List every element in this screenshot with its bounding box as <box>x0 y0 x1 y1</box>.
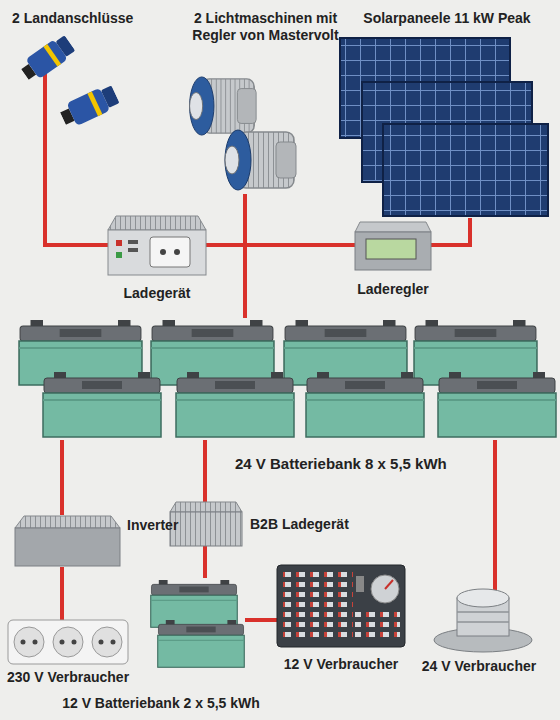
charger-led <box>116 240 122 246</box>
battery <box>158 620 245 667</box>
windlass-groove <box>457 612 509 622</box>
battery <box>306 372 424 437</box>
gauge-needle <box>385 580 393 589</box>
regulator-front <box>355 232 431 270</box>
b2b-front <box>170 512 242 546</box>
power-cable <box>206 245 245 318</box>
component-label: Solarpaneele 11 kW Peak <box>338 10 556 27</box>
switch-rows <box>355 611 400 641</box>
component-label: Laderegler <box>343 281 443 298</box>
consumers-24v: 24 V Verbraucher <box>432 590 534 652</box>
battery <box>438 372 556 437</box>
component-label: 230 V Verbraucher <box>4 669 132 686</box>
shore-connectors: 2 Landanschlüsse <box>12 8 142 132</box>
panel-gauge <box>371 575 399 603</box>
power-cable <box>203 546 207 578</box>
charger-led <box>128 240 138 244</box>
socket-strip <box>8 620 128 664</box>
component-label: 24 V Verbraucher <box>402 658 556 675</box>
component-label: 12 V Batteriebank 2 x 5,5 kWh <box>26 695 296 712</box>
component-label: 2 Lichtmaschinen mit Regler von Mastervo… <box>178 10 353 44</box>
alternators: 2 Lichtmaschinen mit Regler von Mastervo… <box>178 8 353 194</box>
power-cable <box>493 440 497 590</box>
alternator <box>225 130 296 190</box>
power-cable <box>245 618 277 622</box>
battery <box>151 580 238 627</box>
battery <box>151 320 274 385</box>
consumers-12v: 12 V Verbraucher <box>277 565 405 647</box>
power-cable <box>60 440 64 515</box>
charger: Ladegerät <box>108 216 206 304</box>
power-cable <box>45 132 108 245</box>
regulator-display <box>366 239 416 259</box>
charger-top <box>108 216 206 230</box>
charger-socket-hole <box>160 249 166 255</box>
inverter: Inverter <box>15 515 120 567</box>
component-label: 24 V Batteriebank 8 x 5,5 kWh <box>235 455 505 473</box>
charger-led <box>116 252 122 258</box>
switch-rows <box>283 571 353 641</box>
power-cable <box>60 567 64 620</box>
socket <box>53 627 83 657</box>
component-label: Inverter <box>127 517 207 534</box>
charger-front <box>108 230 206 275</box>
switch-panel <box>277 565 405 647</box>
power-cable <box>431 218 470 245</box>
battery <box>414 320 537 385</box>
power-cable <box>203 440 207 502</box>
b2b-charger: B2B Ladegerät <box>170 502 242 546</box>
battery <box>284 320 407 385</box>
b2b-top <box>170 502 242 512</box>
charger-led <box>128 248 138 252</box>
regulator-top <box>355 222 431 232</box>
component-label: B2B Ladegerät <box>250 516 370 533</box>
shore-plug <box>58 83 121 130</box>
shore-cable <box>43 70 47 132</box>
panel-toggle <box>356 576 364 592</box>
component-label: 12 V Verbraucher <box>269 656 413 673</box>
battery <box>19 320 142 385</box>
socket <box>92 627 122 657</box>
component-label: 2 Landanschlüsse <box>12 10 142 27</box>
consumers-230v: 230 V Verbraucher <box>8 620 128 664</box>
inverter-top <box>15 516 120 528</box>
inverter-front <box>15 528 120 566</box>
windlass-top <box>457 589 509 607</box>
alternator <box>190 77 257 135</box>
battery <box>176 372 294 437</box>
shore-plug <box>18 33 77 84</box>
socket-holes <box>23 640 113 645</box>
battery-bank-24v: 24 V Batteriebank 8 x 5,5 kWh <box>15 318 558 440</box>
power-cable <box>245 245 355 318</box>
charger-socket <box>150 237 190 267</box>
component-label: Ladegerät <box>102 285 212 302</box>
solar-panel <box>383 124 548 216</box>
socket <box>14 627 44 657</box>
battery <box>43 372 161 437</box>
charger-socket-hole <box>174 249 180 255</box>
solar-panels: Solarpaneele 11 kW Peak <box>338 8 556 218</box>
battery-bank-12v: 12 V Batteriebank 2 x 5,5 kWh <box>150 578 245 668</box>
charge-regulator: Laderegler <box>355 220 431 300</box>
